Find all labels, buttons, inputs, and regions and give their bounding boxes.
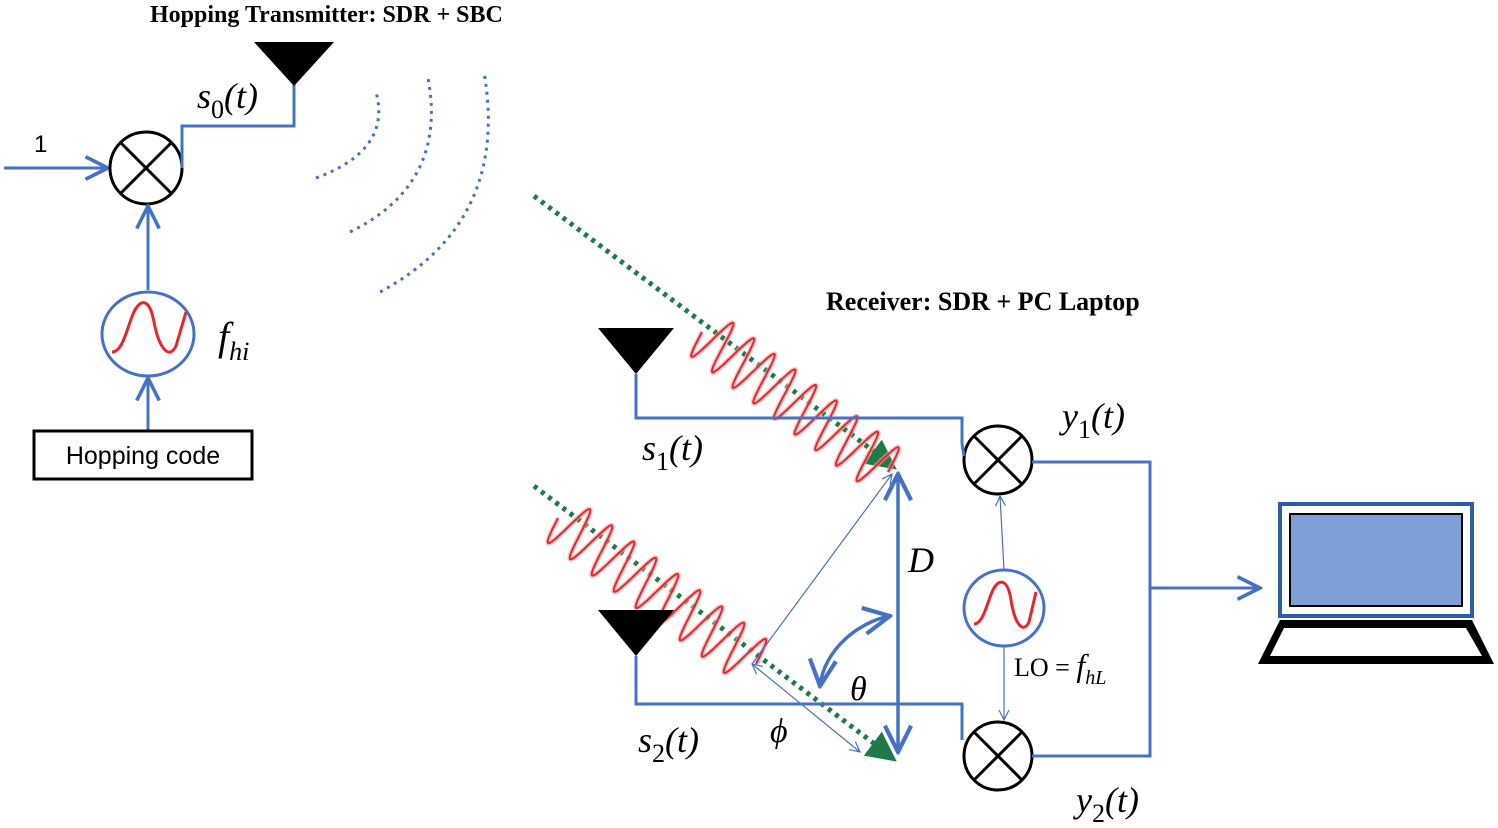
lo-to-mixer1-arrow xyxy=(1000,496,1004,571)
hopping-code-block xyxy=(32,429,254,481)
lo-oscillator-icon xyxy=(962,568,1046,648)
signal-s1-label: s1(t) xyxy=(642,428,703,476)
theta-label: θ xyxy=(850,671,867,708)
input-label: 1 xyxy=(34,131,47,158)
signal-y1-label: y1(t) xyxy=(1059,396,1125,444)
tx-antenna-icon xyxy=(254,42,334,86)
incoming-ray-2-head xyxy=(863,731,897,762)
rx-antenna-1-icon xyxy=(598,328,674,374)
transmitter-title: Hopping Transmitter: SDR + SBC xyxy=(150,2,503,28)
laptop-icon xyxy=(1258,502,1494,664)
lo-label: LO = fhL xyxy=(1014,647,1106,689)
tx-oscillator-icon xyxy=(100,290,196,378)
rx-wire-1 xyxy=(634,374,964,444)
freq-fhi-label: fhi xyxy=(218,314,249,366)
radiation-waves-icon xyxy=(315,71,490,294)
y1-output-wire xyxy=(1032,460,1152,758)
signal-y2-label: y2(t) xyxy=(1073,780,1139,828)
wave2-line xyxy=(546,508,768,674)
receiver-section: Receiver: SDR + PC Laptop s1(t) s2(t) D … xyxy=(532,194,1494,828)
signal-s2-label: s2(t) xyxy=(638,720,699,768)
wave-packet-1 xyxy=(688,320,902,484)
phi-label: ϕ xyxy=(770,713,788,750)
transmitter-section: Hopping Transmitter: SDR + SBC 1 s0(t) f… xyxy=(4,2,503,481)
signal-s0-label: s0(t) xyxy=(197,76,258,124)
wave-packet-2 xyxy=(545,506,769,676)
receiver-title: Receiver: SDR + PC Laptop xyxy=(826,287,1140,316)
wave1-line xyxy=(690,321,900,483)
hopping-code-label: Hopping code xyxy=(66,442,220,470)
theta-arc xyxy=(820,616,890,686)
baseline-d-label: D xyxy=(907,540,934,580)
tx-output-wire xyxy=(180,85,296,168)
mixer1-input-wire xyxy=(960,443,966,457)
rx-mixer-1-icon xyxy=(962,424,1034,496)
path-diff-line xyxy=(751,474,892,665)
tx-mixer-icon xyxy=(108,130,184,206)
rx-mixer-2-icon xyxy=(962,720,1034,792)
phi-arrow xyxy=(752,664,860,752)
rx-antenna-2-icon xyxy=(598,610,674,656)
